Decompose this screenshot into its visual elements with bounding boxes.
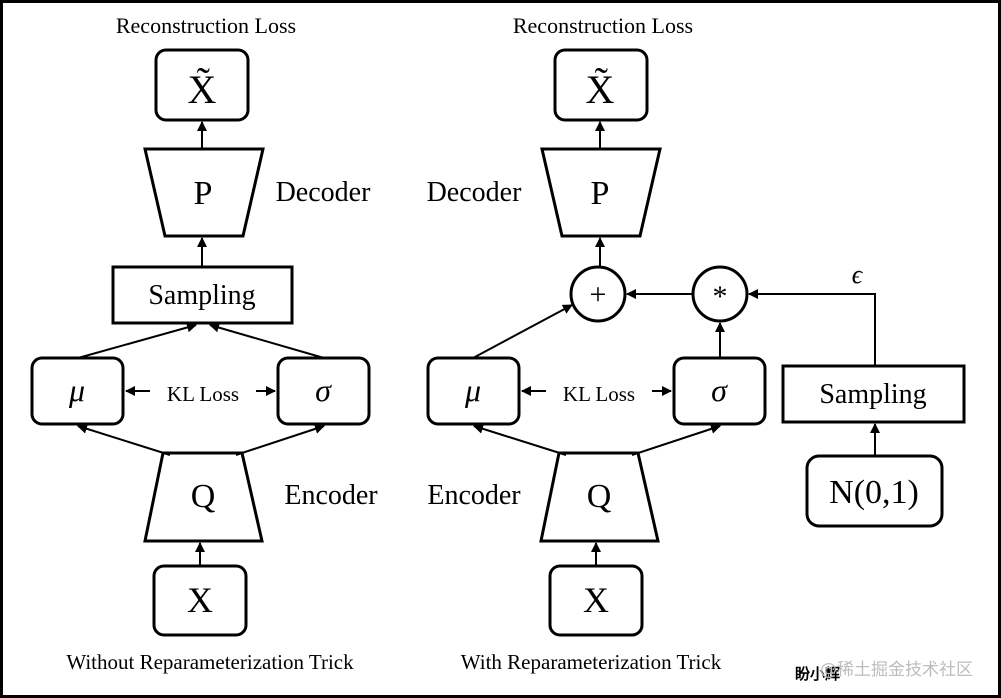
right-arrow-epsilon-to-multiply — [748, 289, 876, 366]
right-sampling-label: Sampling — [819, 379, 926, 410]
left-title: Reconstruction Loss — [116, 13, 296, 38]
left-encoder-label: Encoder — [284, 480, 378, 511]
right-arrow-encoder-to-mu — [473, 423, 567, 456]
left-sigma-label: σ — [315, 372, 332, 408]
left-arrow-sigma-to-sampling — [209, 322, 325, 359]
left-decoder-symbol: P — [194, 175, 213, 212]
right-output-box — [553, 48, 649, 122]
right-decoder-label: Decoder — [427, 177, 523, 208]
left-arrow-mu-to-sampling — [77, 322, 197, 359]
left-input-label: X — [187, 580, 213, 620]
right-output-label: X̃ — [586, 67, 615, 112]
left-caption: Without Reparameterization Trick — [66, 650, 354, 674]
left-kl-loss-label: KL Loss — [167, 382, 239, 406]
left-sampling-label: Sampling — [148, 280, 255, 311]
right-sampling-box — [781, 364, 966, 424]
multiply-symbol: * — [713, 280, 728, 313]
right-caption: With Reparameterization Trick — [461, 650, 722, 674]
plus-symbol: + — [590, 278, 607, 311]
right-arrow-mu-to-plus — [472, 304, 573, 359]
left-arrow-encoder-to-mu — [77, 423, 171, 456]
site-watermark: @稀土掘金技术社区 — [820, 660, 973, 680]
right-kl-loss-label: KL Loss — [563, 382, 635, 406]
right-encoder-symbol: Q — [587, 478, 612, 515]
right-encoder-label: Encoder — [427, 480, 521, 511]
right-mu-label: μ — [464, 372, 481, 408]
right-input-label: X — [583, 580, 609, 620]
left-output-box — [154, 48, 250, 122]
right-decoder-symbol: P — [591, 175, 610, 212]
right-sigma-label: σ — [711, 372, 728, 408]
right-title: Reconstruction Loss — [513, 13, 693, 38]
right-encoder-trapezoid — [539, 451, 660, 543]
handwritten-watermark: 盼小辉 — [795, 665, 840, 683]
left-output-label: X̃ — [188, 67, 217, 112]
right-diagram: Reconstruction Loss X̃ P Decoder + * ϵ μ… — [426, 13, 966, 674]
left-sampling-box — [111, 265, 294, 325]
left-decoder-label: Decoder — [276, 177, 372, 208]
left-arrow-encoder-to-sigma — [235, 424, 325, 456]
right-arrow-encoder-to-sigma — [631, 424, 721, 456]
noise-label: N(0,1) — [829, 474, 919, 511]
left-diagram: Reconstruction Loss X̃ P Decoder Samplin… — [30, 13, 378, 674]
left-decoder-trapezoid — [143, 147, 265, 238]
left-encoder-trapezoid — [143, 451, 264, 543]
plus-node — [569, 265, 627, 323]
right-decoder-trapezoid — [540, 147, 662, 238]
left-mu-label: μ — [68, 372, 85, 408]
left-encoder-symbol: Q — [191, 478, 216, 515]
epsilon-label: ϵ — [852, 260, 864, 289]
